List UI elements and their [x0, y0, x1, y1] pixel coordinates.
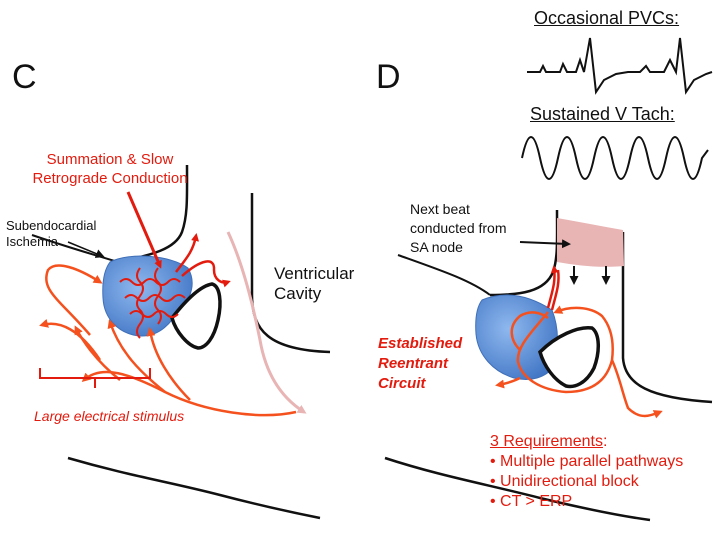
summation-line-1: Summation & Slow — [46, 151, 174, 168]
summation-line-2: Retrograde Conduction — [32, 170, 188, 187]
slow-conduction-squiggles — [119, 267, 186, 339]
epicardium-c — [67, 456, 321, 520]
endocardium-line-c — [31, 234, 119, 263]
cavity-label-line-1: Ventricular — [274, 264, 355, 283]
circuit-label-line-3: Circuit — [378, 375, 426, 392]
epicardium-d — [384, 456, 651, 522]
ischemia-label: Subendocardial Ischemia — [6, 218, 96, 250]
requirements-block: 3 Requirements: • Multiple parallel path… — [490, 432, 683, 512]
panel-d — [384, 37, 713, 522]
sa-pointer — [519, 239, 571, 249]
papillary-muscle-c[interactable] — [170, 282, 222, 350]
requirements-heading: 3 Requirements: — [490, 432, 683, 452]
endocardium-line-d — [397, 254, 491, 296]
ischemia-label-line-2: Ischemia — [6, 234, 59, 249]
circuit-label-line-1: Established — [378, 335, 463, 352]
circuit-label-line-2: Reentrant — [378, 355, 449, 372]
summation-annotation: Summation & Slow Retrograde Conduction — [20, 150, 200, 188]
ischemia-label-line-1: Subendocardial — [6, 218, 97, 233]
escape-arrow-c-2 — [181, 260, 231, 288]
escape-arrow-d-2 — [550, 269, 560, 311]
ecg-pvc-trace[interactable] — [527, 37, 713, 95]
orange-wavefronts-c — [39, 264, 297, 417]
requirement-item-3: • CT > ERP — [490, 493, 573, 510]
sa-beat-band[interactable] — [557, 218, 624, 267]
septum-wall-d — [621, 232, 713, 404]
reentrant-circuit-label: Established Reentrant Circuit — [378, 334, 462, 394]
requirements-colon: : — [602, 433, 608, 450]
escape-arrow-c-1 — [175, 233, 200, 273]
sa-label-line-3: SA node — [410, 239, 463, 255]
annotation-arrow-c — [126, 191, 162, 269]
pink-arrow-c — [226, 231, 307, 414]
stimulus-label: Large electrical stimulus — [34, 408, 185, 424]
cavity-label-line-2: Cavity — [274, 284, 322, 303]
requirement-item-1: • Multiple parallel pathways — [490, 453, 684, 470]
stimulus-bracket — [39, 368, 151, 388]
requirements-title: 3 Requirements — [490, 433, 603, 450]
escape-arrow-d-1 — [546, 265, 559, 309]
panel-c-letter: C — [12, 58, 37, 96]
sa-label-line-2: conducted from — [410, 220, 507, 236]
ecg-vtach-title: Sustained V Tach: — [530, 104, 675, 124]
ischemia-pointer — [67, 241, 105, 258]
ecg-vtach-trace[interactable] — [521, 136, 709, 180]
sa-label-line-1: Next beat — [410, 201, 470, 217]
panel-c — [31, 164, 331, 520]
reentrant-circuit — [495, 305, 663, 419]
panel-d-letter: D — [376, 58, 401, 96]
sa-node-label: Next beat conducted from SA node — [410, 200, 507, 257]
papillary-muscle-d[interactable] — [538, 326, 600, 389]
ischemia-zone-d[interactable] — [475, 294, 558, 380]
ecg-pvc-title: Occasional PVCs: — [534, 8, 680, 28]
requirement-item-2: • Unidirectional block — [490, 473, 639, 490]
ventricular-cavity-label: Ventricular Cavity — [274, 264, 354, 304]
